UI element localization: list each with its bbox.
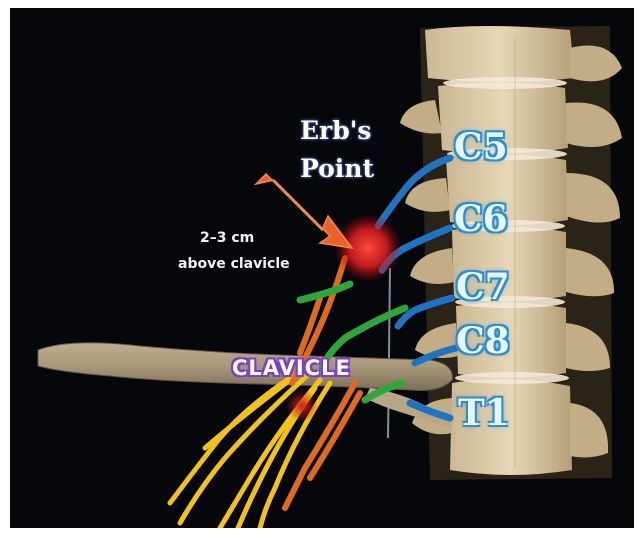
distance-note-line1: 2–3 cm: [200, 230, 254, 246]
lower-red-spot: [286, 390, 318, 422]
distance-note-line2: above clavicle: [178, 256, 290, 272]
anatomy-figure: Erb's Point 2–3 cm above clavicle C5 C6 …: [10, 8, 634, 528]
brachial-plexus: [170, 158, 456, 528]
erbs-point-marker: [334, 214, 402, 282]
root-label-c5: C5: [454, 126, 508, 168]
pointer-arrow: [256, 174, 352, 248]
vertebral-body: [425, 26, 575, 82]
erbs-point-label-line1: Erb's: [300, 116, 371, 145]
root-label-c8: C8: [456, 320, 510, 362]
clavicle-label: CLAVICLE: [232, 356, 351, 380]
root-label-t1: T1: [458, 392, 510, 434]
root-label-c7: C7: [456, 266, 510, 308]
erbs-point-label-line2: Point: [300, 154, 374, 183]
root-label-c6: C6: [454, 198, 508, 240]
anatomy-illustration: [10, 8, 634, 528]
